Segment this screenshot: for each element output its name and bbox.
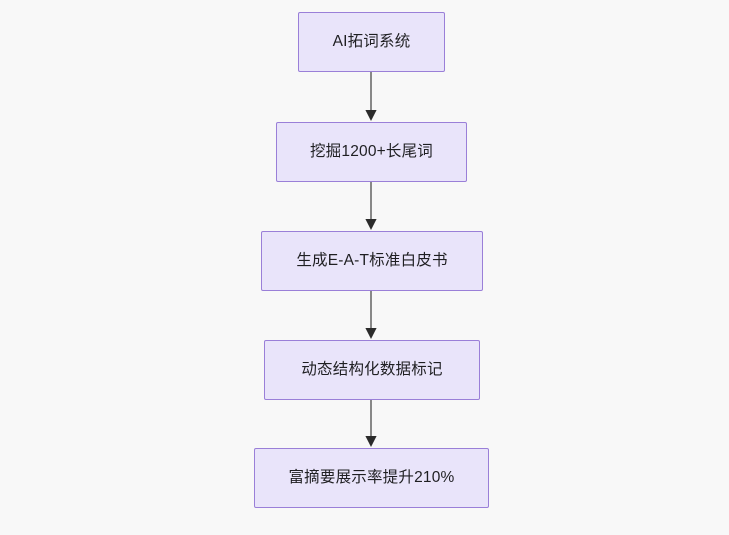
flow-node-label: 挖掘1200+长尾词 — [309, 142, 434, 160]
flow-node-rich-snippet-rate-increase[interactable]: 富摘要展示率提升210% — [254, 448, 489, 508]
edge-n1-to-n2 — [363, 72, 379, 122]
flow-node-dynamic-structured-data-markup[interactable]: 动态结构化数据标记 — [264, 340, 480, 400]
flow-node-mine-longtail-keywords[interactable]: 挖掘1200+长尾词 — [276, 122, 467, 182]
flow-node-label: 动态结构化数据标记 — [301, 360, 443, 378]
arrowhead-icon — [365, 328, 377, 339]
flow-node-label: AI拓词系统 — [332, 32, 411, 50]
flow-node-label: 生成E-A-T标准白皮书 — [296, 251, 448, 269]
edge-n4-to-n5 — [363, 400, 379, 448]
edge-arrow-svg — [365, 72, 377, 121]
edge-n2-to-n3 — [363, 182, 379, 231]
arrowhead-icon — [365, 110, 377, 121]
flow-node-ai-keyword-system[interactable]: AI拓词系统 — [298, 12, 445, 72]
edge-arrow-svg — [365, 400, 377, 447]
flow-node-label: 富摘要展示率提升210% — [288, 468, 455, 486]
edge-arrow-svg — [365, 291, 377, 339]
flow-node-generate-eat-whitepaper[interactable]: 生成E-A-T标准白皮书 — [261, 231, 483, 291]
arrowhead-icon — [365, 219, 377, 230]
arrowhead-icon — [365, 436, 377, 447]
edge-arrow-svg — [365, 182, 377, 230]
edge-n3-to-n4 — [363, 291, 379, 340]
